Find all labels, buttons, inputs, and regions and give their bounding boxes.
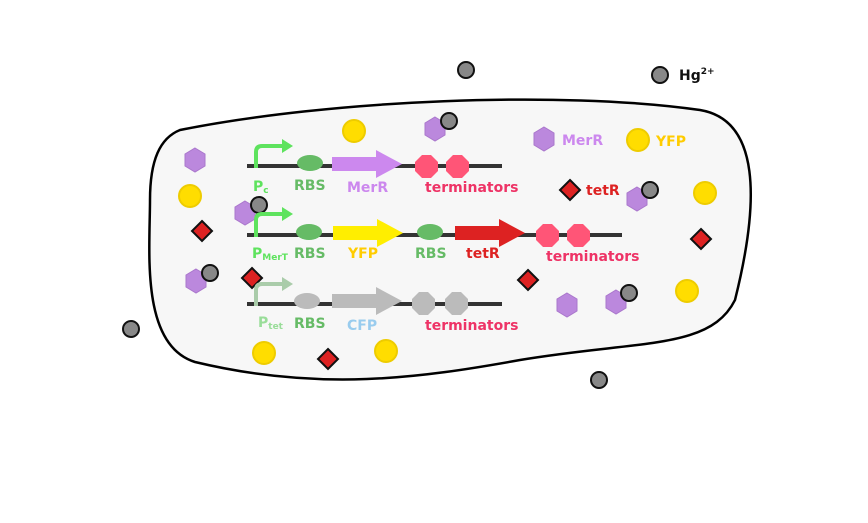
hg-ion bbox=[590, 371, 608, 389]
promoter-label: Pc bbox=[253, 179, 269, 196]
hg-ion bbox=[641, 181, 659, 199]
terminator bbox=[536, 224, 559, 247]
terminators-label: terminators bbox=[546, 249, 639, 265]
circuit-3: Ptet RBS CFP terminators bbox=[247, 277, 518, 334]
rbs-part bbox=[417, 224, 443, 240]
yfp-molecule bbox=[374, 339, 398, 363]
merr-gene bbox=[332, 150, 402, 178]
promoter-arrow bbox=[254, 212, 282, 237]
circuit-1: Pc RBS MerR terminators bbox=[247, 139, 518, 196]
promoter-arrow bbox=[254, 144, 282, 168]
yfp-gene bbox=[333, 219, 403, 247]
yfp-molecule bbox=[626, 128, 650, 152]
promoter-label: Ptet bbox=[258, 315, 284, 332]
hg-ion bbox=[651, 66, 669, 84]
merr-molecules bbox=[184, 116, 648, 318]
tetr-molecule bbox=[240, 266, 264, 290]
yfp-molecule bbox=[178, 184, 202, 208]
hg-ion bbox=[122, 320, 140, 338]
tetr-molecule bbox=[190, 219, 214, 243]
rbs-part bbox=[297, 155, 323, 171]
tetr-molecules bbox=[190, 178, 713, 371]
rbs-label: RBS bbox=[294, 316, 326, 332]
yfp-molecule bbox=[342, 119, 366, 143]
promoter-arrow bbox=[254, 282, 282, 306]
hg-label: Hg2+ bbox=[679, 67, 715, 84]
gene-label: MerR bbox=[347, 180, 388, 196]
promoter-arrowhead bbox=[282, 277, 293, 291]
terminator bbox=[412, 292, 435, 315]
tetr-molecule bbox=[558, 178, 582, 202]
cell-membrane bbox=[148, 98, 752, 381]
merr-molecule bbox=[533, 126, 555, 152]
terminator bbox=[567, 224, 590, 247]
rbs-part bbox=[296, 224, 322, 240]
promoter-label: PMerT bbox=[252, 246, 289, 263]
yfp-molecule bbox=[693, 181, 717, 205]
terminators-label: terminators bbox=[425, 180, 518, 196]
legend-merr-label: MerR bbox=[562, 133, 603, 149]
gene-label: YFP bbox=[347, 246, 378, 262]
hg-ion bbox=[201, 264, 219, 282]
promoter-arrowhead bbox=[282, 139, 293, 153]
rbs-label: RBS bbox=[294, 178, 326, 194]
yfp-molecule bbox=[252, 341, 276, 365]
rbs-label: RBS bbox=[294, 246, 326, 262]
hg-ion bbox=[457, 61, 475, 79]
terminator bbox=[446, 155, 469, 178]
cfp-gene bbox=[332, 287, 402, 315]
legend-yfp-label: YFP bbox=[655, 134, 686, 150]
gene-label: tetR bbox=[466, 246, 500, 262]
circuit-2: PMerT RBS YFP RBS tetR terminators bbox=[247, 207, 639, 265]
terminator bbox=[445, 292, 468, 315]
hg-ion bbox=[440, 112, 458, 130]
rbs-label: RBS bbox=[415, 246, 447, 262]
tetr-molecule bbox=[689, 227, 713, 251]
hg-ions-inside bbox=[201, 112, 659, 302]
hg-ions-outside bbox=[122, 61, 669, 389]
terminator bbox=[415, 155, 438, 178]
legend-tetr-label: tetR bbox=[586, 183, 620, 199]
yfp-molecules bbox=[178, 119, 717, 365]
tetr-gene bbox=[455, 219, 525, 247]
rbs-part bbox=[294, 293, 320, 309]
yfp-molecule bbox=[675, 279, 699, 303]
hg-ion bbox=[250, 196, 268, 214]
merr-molecule bbox=[556, 292, 578, 318]
gene-label: CFP bbox=[347, 318, 377, 334]
hg-ion bbox=[620, 284, 638, 302]
tetr-molecule bbox=[516, 268, 540, 292]
tetr-molecule bbox=[316, 347, 340, 371]
merr-molecule bbox=[184, 147, 206, 173]
promoter-arrowhead bbox=[282, 207, 293, 221]
terminators-label: terminators bbox=[425, 318, 518, 334]
